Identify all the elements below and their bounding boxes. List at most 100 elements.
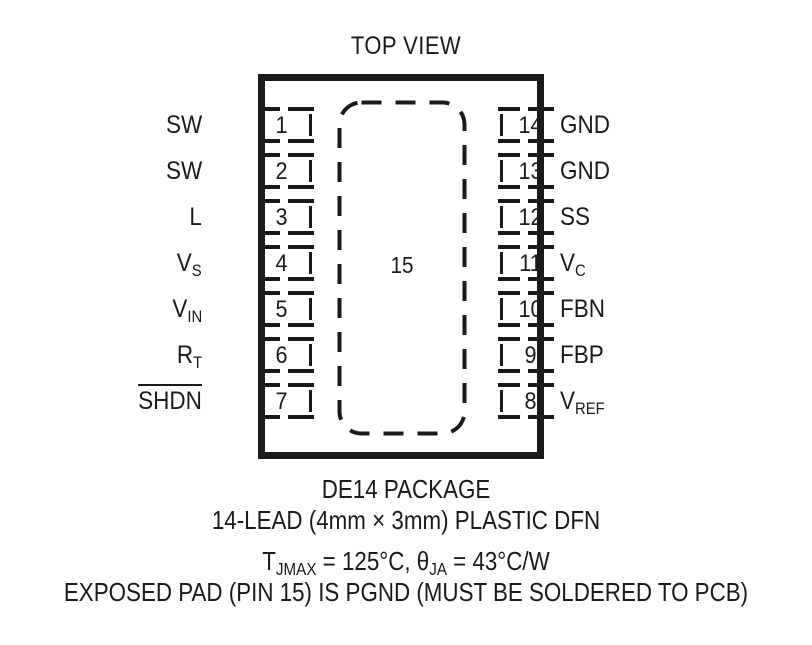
pin-signal-name: SW bbox=[165, 157, 202, 185]
pin-pad-rule-top bbox=[498, 245, 554, 249]
pin-number-14: 14 bbox=[518, 112, 543, 139]
pin-pad-tick bbox=[309, 160, 312, 182]
page-title: TOP VIEW bbox=[350, 32, 462, 60]
pin-label-left-3: L bbox=[189, 194, 202, 240]
theta-subscript: JA bbox=[429, 559, 447, 580]
pin-row: SS 12 bbox=[490, 194, 710, 240]
pin-number-3: 3 bbox=[275, 204, 288, 231]
pin-pad-rule-bottom bbox=[498, 323, 554, 327]
pin-signal-subscript: T bbox=[192, 353, 202, 372]
pin-number-12: 12 bbox=[518, 204, 543, 231]
pin-label-right-9: FBP bbox=[560, 332, 604, 378]
caption-package-name: DE14 PACKAGE bbox=[321, 474, 491, 504]
pin-signal-subscript: REF bbox=[575, 399, 605, 418]
pin-pad-rule-top bbox=[258, 291, 314, 295]
pin-pad-rule-top bbox=[258, 153, 314, 157]
pin-pad-rule-bottom bbox=[258, 277, 314, 281]
pin-pad-rule-top bbox=[258, 107, 314, 111]
pin-pad-13: 13 bbox=[498, 153, 554, 189]
pin-signal-subscript: IN bbox=[187, 307, 202, 326]
pin-pad-8: 8 bbox=[498, 383, 554, 419]
pin-number-10: 10 bbox=[518, 296, 543, 323]
pin-signal-subscript: S bbox=[192, 261, 202, 280]
pin-label-right-11: VC bbox=[560, 240, 586, 286]
pin-row: FBP 9 bbox=[490, 332, 710, 378]
pin-pad-rule-top bbox=[258, 337, 314, 341]
pin-label-right-10: FBN bbox=[560, 286, 605, 332]
pin-number-7: 7 bbox=[275, 388, 288, 415]
pin-label-left-2: SW bbox=[166, 148, 202, 194]
pin-pad-rule-bottom bbox=[498, 185, 554, 189]
pin-pad-2: 2 bbox=[258, 153, 314, 189]
pin-pad-12: 12 bbox=[498, 199, 554, 235]
pin-row: RT 6 bbox=[110, 332, 314, 378]
tjmax-value: = 125°C, bbox=[316, 546, 417, 576]
package-body-outline bbox=[258, 74, 544, 459]
pin-pad-rule-bottom bbox=[258, 323, 314, 327]
tjmax-prefix: T bbox=[262, 546, 276, 576]
pin-label-right-14: GND bbox=[560, 102, 610, 148]
pin-row: SW 2 bbox=[110, 148, 314, 194]
pin-row: VS 4 bbox=[110, 240, 314, 286]
pin-pad-tick bbox=[500, 298, 503, 320]
pin-pad-rule-bottom bbox=[258, 185, 314, 189]
caption-thermal-spec: TJMAX = 125°C, θJA = 43°C/W bbox=[0, 546, 812, 580]
pin-pad-tick bbox=[500, 390, 503, 412]
pin-signal-name: V bbox=[560, 249, 576, 277]
pin-pad-tick bbox=[500, 252, 503, 274]
pin-signal-name: FBN bbox=[560, 295, 605, 323]
pin-row: FBN 10 bbox=[490, 286, 710, 332]
pin-pad-rule-bottom bbox=[498, 277, 554, 281]
pin-pad-rule-top bbox=[258, 199, 314, 203]
pin-signal-name: GND bbox=[560, 157, 611, 185]
pin-signal-name: SW bbox=[165, 111, 202, 139]
pin-pad-rule-bottom bbox=[498, 139, 554, 143]
pin-signal-name: SS bbox=[560, 203, 591, 231]
pin-pad-10: 10 bbox=[498, 291, 554, 327]
pin-pad-tick bbox=[500, 160, 503, 182]
pin-signal-name: R bbox=[176, 341, 193, 369]
pin-pad-tick bbox=[309, 252, 312, 274]
pin-pad-9: 9 bbox=[498, 337, 554, 373]
pin-pad-3: 3 bbox=[258, 199, 314, 235]
pin-pad-rule-top bbox=[498, 107, 554, 111]
pin-label-left-6: RT bbox=[177, 332, 202, 378]
pin-pad-rule-bottom bbox=[258, 231, 314, 235]
pin-pad-rule-bottom bbox=[258, 139, 314, 143]
pin-signal-subscript: C bbox=[575, 261, 586, 280]
pin-signal-name: V bbox=[172, 295, 188, 323]
pin-number-6: 6 bbox=[275, 342, 288, 369]
pin-pad-rule-bottom bbox=[498, 231, 554, 235]
pin-signal-name: GND bbox=[560, 111, 611, 139]
pin-number-9: 9 bbox=[524, 342, 537, 369]
pin-signal-name: V bbox=[177, 249, 193, 277]
pin-pad-tick bbox=[500, 206, 503, 228]
pin-pad-rule-top bbox=[258, 245, 314, 249]
pin-pad-tick bbox=[309, 114, 312, 136]
pin-number-4: 4 bbox=[275, 250, 288, 277]
pin-pad-4: 4 bbox=[258, 245, 314, 281]
pin-pad-tick bbox=[500, 114, 503, 136]
caption-lead-description: 14-LEAD (4mm × 3mm) PLASTIC DFN bbox=[211, 505, 601, 535]
pin-pad-rule-bottom bbox=[258, 415, 314, 419]
tjmax-subscript: JMAX bbox=[275, 559, 317, 580]
pin-pad-7: 7 bbox=[258, 383, 314, 419]
caption-exposed-pad-note: EXPOSED PAD (PIN 15) IS PGND (MUST BE SO… bbox=[63, 577, 749, 607]
pin-number-5: 5 bbox=[275, 296, 288, 323]
pin-pad-rule-bottom bbox=[258, 369, 314, 373]
pin-pad-14: 14 bbox=[498, 107, 554, 143]
theta-value: = 43°C/W bbox=[446, 546, 550, 576]
pin-label-left-4: VS bbox=[177, 240, 202, 286]
theta-prefix: θ bbox=[416, 546, 430, 576]
pin-pad-tick bbox=[500, 344, 503, 366]
pin-signal-name: V bbox=[560, 387, 576, 415]
pin-pad-rule-top bbox=[498, 153, 554, 157]
pin-pad-6: 6 bbox=[258, 337, 314, 373]
pin-number-2: 2 bbox=[275, 158, 288, 185]
